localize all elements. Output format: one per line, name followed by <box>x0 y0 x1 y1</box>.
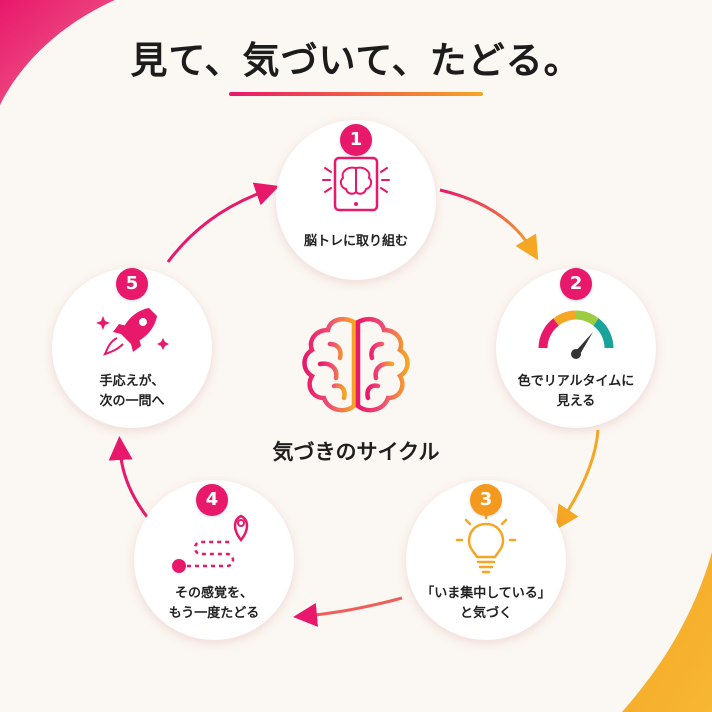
corner-decoration-bottom-right <box>622 552 712 712</box>
arrow-3-to-4 <box>293 596 403 627</box>
step-5-label-line1: 手応えが、 <box>99 374 165 389</box>
gauge-icon <box>538 310 614 359</box>
step-4-label-line1: その感覚を、 <box>174 586 253 601</box>
step-5-badge: 5 <box>116 268 148 300</box>
lightbulb-icon <box>455 511 517 574</box>
route-icon <box>172 514 249 573</box>
step-2-badge: 2 <box>560 268 592 300</box>
arrow-2-to-3 <box>555 429 600 531</box>
step-2-label-line2: 見える <box>556 394 596 409</box>
step-3-badge: 3 <box>470 484 502 516</box>
step-5-label: 手応えが、 次の一問へ <box>62 372 202 412</box>
step-4-label: その感覚を、 もう一度たどる <box>144 584 284 624</box>
arrow-4-to-5 <box>108 436 150 519</box>
step-4-badge: 4 <box>196 484 228 516</box>
step-1-label: 脳トレに取り組む <box>303 234 408 249</box>
step-1-badge: 1 <box>340 124 372 156</box>
step-3-label: 「いま集中している」 と気づく <box>416 584 556 624</box>
step-3-label-line2: と気づく <box>459 606 512 621</box>
step-5-label-line2: 次の一問へ <box>99 394 165 409</box>
step-2-label-line1: 色でリアルタイムに <box>517 374 635 389</box>
step-4-label-line2: もう一度たどる <box>168 606 260 621</box>
brain-icon <box>302 317 410 413</box>
cycle-center-label: 気づきのサイクル <box>272 440 440 464</box>
corner-decoration-top-left <box>0 0 115 105</box>
page-title: 見て、気づいて、たどる。 <box>130 39 582 82</box>
step-5-node: 手応えが、 次の一問へ <box>52 268 212 428</box>
step-2-label: 色でリアルタイムに 見える <box>506 372 646 412</box>
arrow-1-to-2 <box>439 188 539 261</box>
rocket-icon <box>96 308 169 356</box>
arrow-5-to-1 <box>166 182 280 263</box>
title-underline <box>229 92 483 96</box>
step-3-label-line1: 「いま集中している」 <box>421 586 551 601</box>
tablet-brain-icon <box>322 156 390 212</box>
